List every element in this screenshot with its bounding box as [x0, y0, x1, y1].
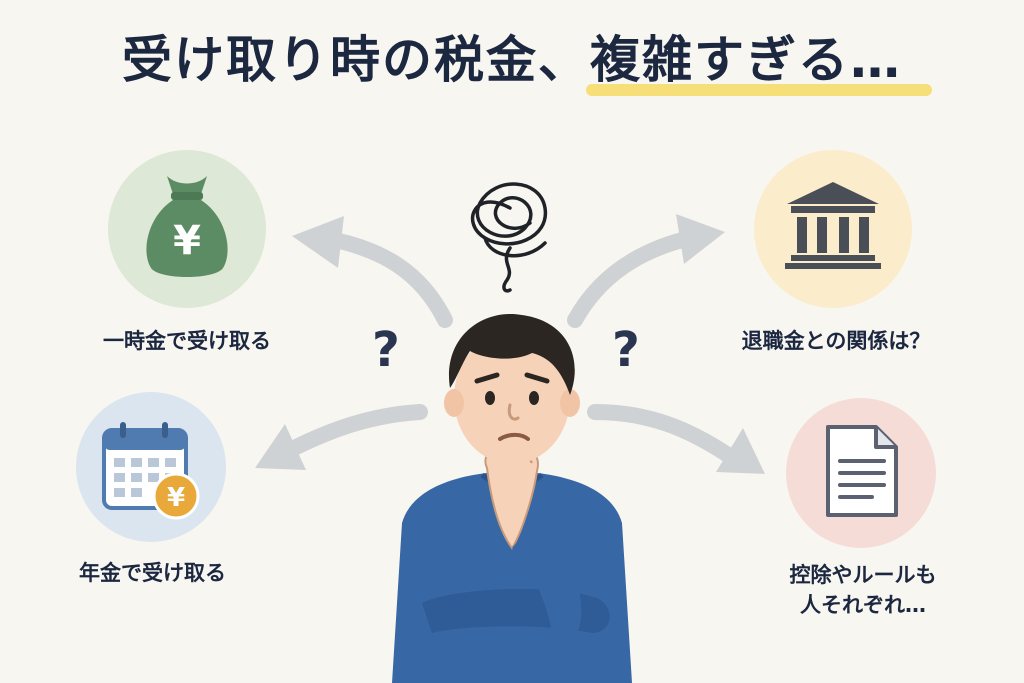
deduction-label: 控除やルールも 人それぞれ… — [748, 560, 978, 621]
arrow-to-retirement — [567, 230, 698, 328]
document-icon — [826, 425, 898, 517]
retirement-label: 退職金との関係は？ — [741, 329, 931, 353]
arrowhead-retirement — [676, 214, 725, 264]
arrowhead-deduction — [716, 428, 765, 474]
retirement-circle — [754, 150, 912, 308]
confused-man-illustration — [392, 313, 632, 683]
deduction-label-line1: 控除やルールも — [789, 563, 937, 587]
arrow-to-lump-sum — [327, 232, 453, 328]
title-main: 受け取り時の税金、 — [122, 31, 590, 89]
deduction-label-line2: 人それぞれ… — [800, 593, 926, 618]
lump-sum-label: 一時金で受け取る — [103, 329, 271, 353]
confusion-scribble-icon — [470, 182, 548, 293]
bank-building-icon — [785, 182, 881, 269]
question-mark-left: ? — [372, 322, 400, 378]
pension-yen: ¥ — [167, 483, 185, 513]
money-bag-yen-icon: ¥ — [146, 176, 228, 277]
arrow-to-pension — [282, 404, 428, 458]
arrowhead-pension — [255, 424, 306, 470]
calendar-yen-icon: ¥ — [102, 422, 200, 520]
arrowhead-lump-sum — [292, 216, 344, 268]
question-mark-right: ? — [612, 322, 640, 378]
pension-label: 年金で受け取る — [79, 561, 226, 585]
arrow-to-deduction — [587, 404, 736, 463]
lump-sum-yen: ¥ — [173, 218, 201, 264]
